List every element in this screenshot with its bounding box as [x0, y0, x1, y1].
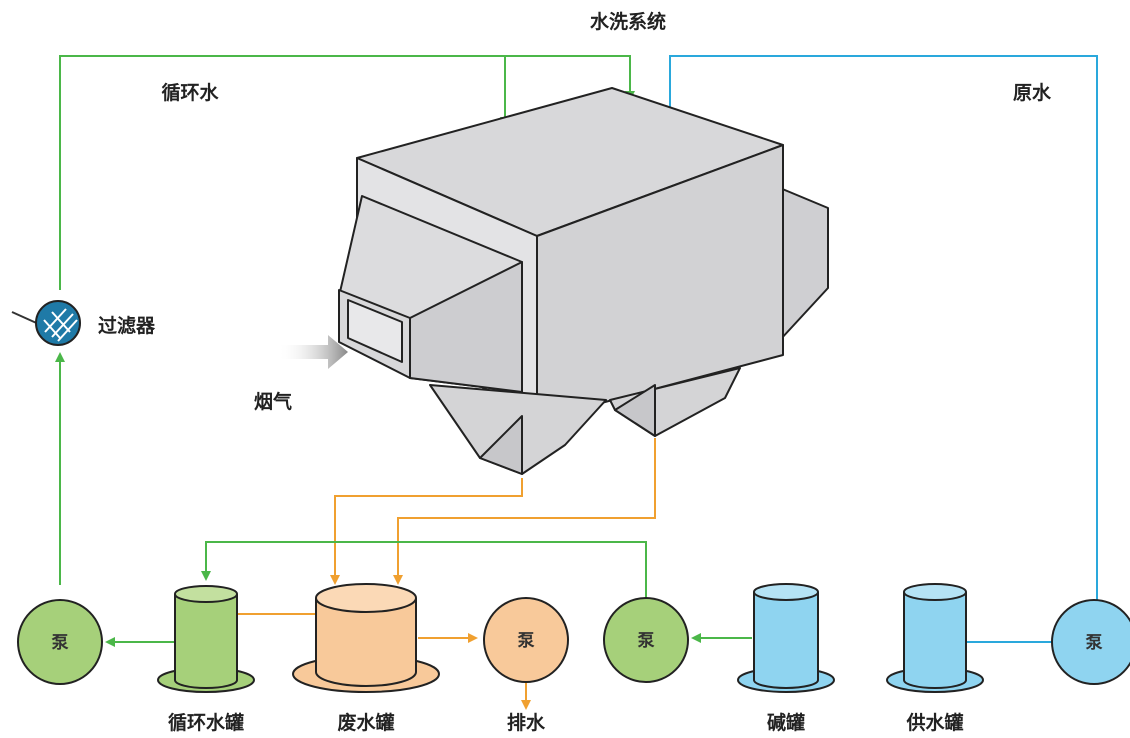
alkali-tank	[737, 583, 835, 693]
pump-label: 泵	[1086, 633, 1103, 653]
scrubber-unit	[338, 87, 829, 475]
raw-water-label: 原水	[1013, 82, 1052, 104]
waste-water-tank	[292, 583, 440, 693]
pump-drain: 泵	[483, 597, 569, 683]
wash-system-label: 水洗系统	[590, 10, 666, 33]
pump-label: 泵	[518, 631, 535, 651]
waste-tank-label: 废水罐	[337, 711, 394, 734]
circulating-water-pipe	[55, 55, 635, 585]
supply-tank-label: 供水罐	[905, 711, 963, 734]
pump-circulating: 泵	[17, 599, 103, 685]
filter-label: 过滤器	[98, 315, 156, 337]
filter-icon	[11, 300, 81, 346]
pump-label: 泵	[638, 631, 655, 651]
pump-alkali: 泵	[603, 597, 689, 683]
circulating-water-tank	[157, 585, 255, 693]
circulating-tank-label: 循环水罐	[168, 711, 244, 734]
flue-gas-label: 烟气	[254, 390, 292, 413]
alkali-circuit-pipe	[105, 541, 752, 647]
supply-water-tank	[886, 583, 984, 693]
pump-label: 泵	[52, 633, 69, 653]
pump-raw-water: 泵	[1051, 599, 1130, 685]
raw-water-pipe	[665, 55, 1098, 643]
waste-water-pipe	[238, 438, 656, 710]
flue-gas-arrow	[278, 335, 348, 369]
circulating-water-label: 循环水	[161, 81, 219, 104]
alkali-tank-label: 碱罐	[767, 711, 805, 734]
drain-label: 排水	[507, 711, 546, 734]
